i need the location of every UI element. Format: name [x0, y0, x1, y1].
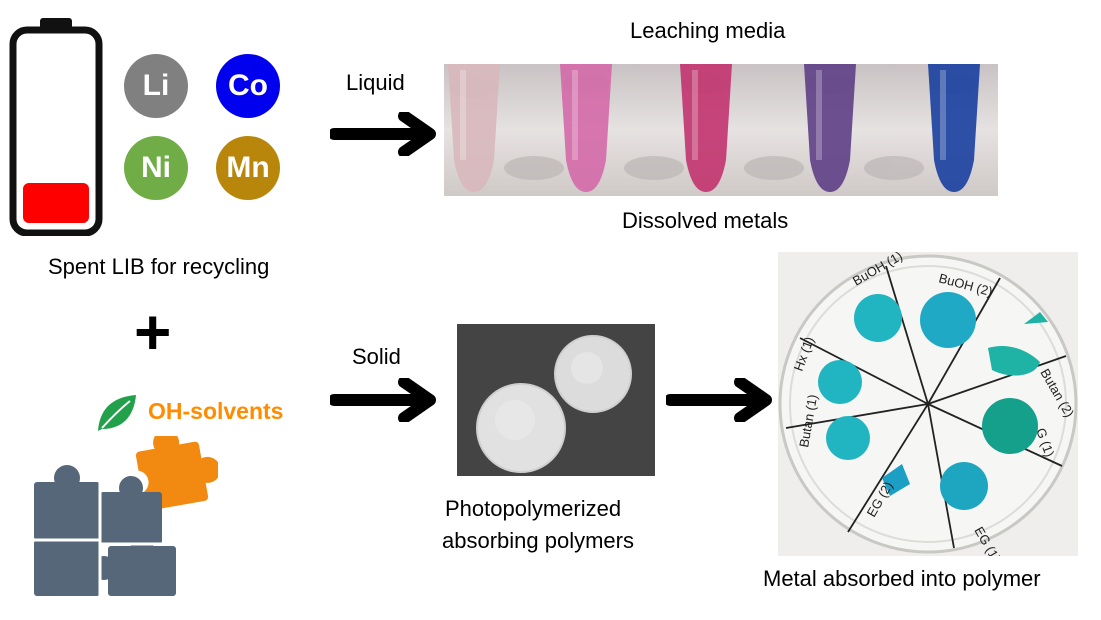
leaching-tube — [804, 64, 856, 192]
arrow-liquid-label: Liquid — [346, 70, 405, 95]
polymers-caption-line2: absorbing polymers — [442, 528, 634, 553]
leaching-tube — [928, 64, 980, 192]
metal-co-icon: Co — [216, 54, 280, 118]
arrow-liquid-icon — [330, 112, 436, 156]
leaching-tube — [448, 64, 500, 192]
polymer-disks-photo — [457, 324, 655, 476]
metal-mn-icon: Mn — [216, 136, 280, 200]
dish-caption: Metal absorbed into polymer — [763, 566, 1041, 591]
plus-sign: + — [134, 296, 172, 368]
metal-co-label: Co — [228, 69, 268, 102]
metal-mn-label: Mn — [226, 151, 270, 184]
leaf-icon — [98, 395, 136, 431]
battery-caption: Spent LIB for recycling — [48, 254, 270, 279]
arrow-absorb-icon — [666, 378, 772, 422]
leaching-tube — [680, 64, 732, 192]
arrow-solid-label: Solid — [352, 344, 401, 369]
leaching-bottom-label: Dissolved metals — [622, 208, 789, 233]
puzzle-pieces-icon — [34, 436, 218, 596]
metal-li-icon: Li — [124, 54, 188, 118]
petri-dish-photo: BuOH (1)BuOH (2)Hx (1)G (1)EG (1)EG (2)B… — [778, 252, 1078, 556]
battery-icon — [9, 18, 103, 236]
metal-li-label: Li — [142, 69, 170, 102]
leaching-tubes-photo — [444, 64, 998, 196]
arrow-solid-icon — [330, 378, 436, 422]
metal-ni-icon: Ni — [124, 136, 188, 200]
metal-ni-label: Ni — [141, 151, 171, 184]
solvents-label: OH-solvents — [148, 398, 284, 424]
leaching-tube — [560, 64, 612, 192]
polymers-caption-line1: Photopolymerized — [445, 496, 622, 521]
leaching-title: Leaching media — [630, 18, 786, 43]
